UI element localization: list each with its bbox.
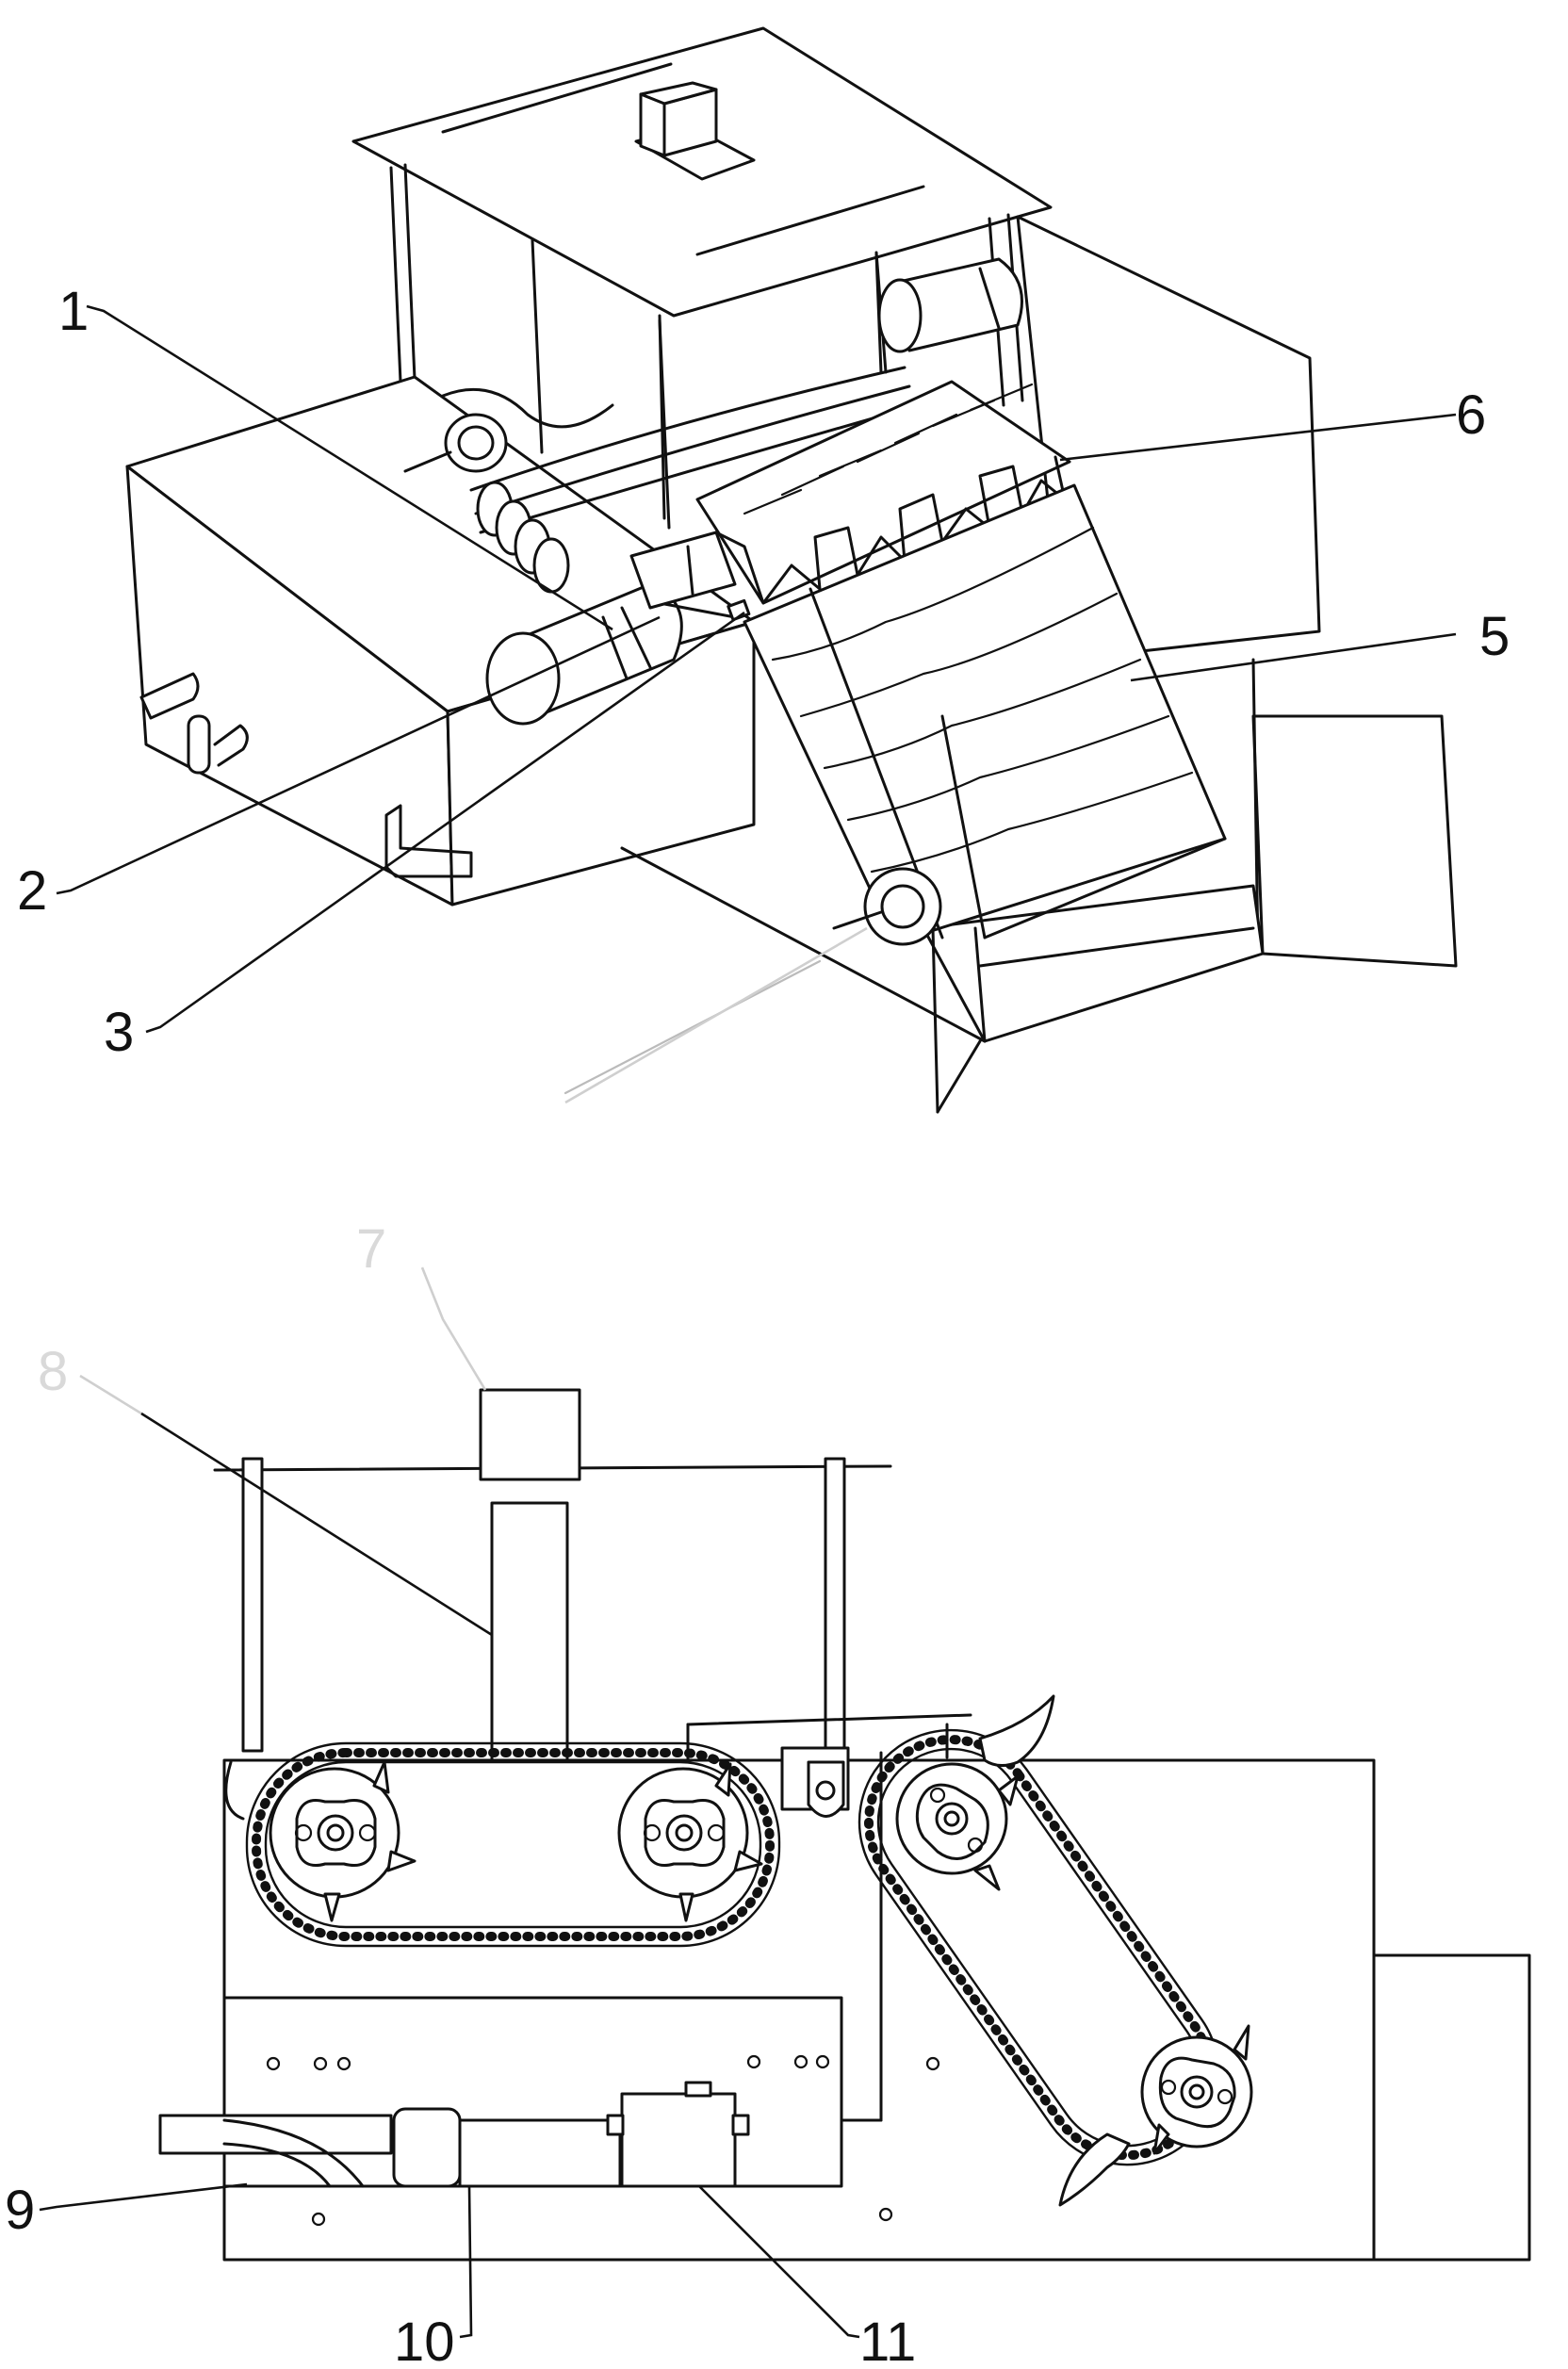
label-10: 10 xyxy=(394,2312,455,2369)
inner-column xyxy=(629,253,883,610)
label-1: 1 xyxy=(58,281,89,342)
sprocket-lower xyxy=(1140,2024,1253,2155)
label-2: 2 xyxy=(17,860,47,922)
sprocket-right xyxy=(617,1762,763,1922)
label-11: 11 xyxy=(859,2312,916,2369)
label-6: 6 xyxy=(1456,384,1486,446)
figure-2-side-view: 7 8 9 10 11 xyxy=(5,1218,1531,2369)
inclined-chain xyxy=(858,1694,1253,2207)
figure-1-leaders xyxy=(56,304,1457,1104)
figure-2-leaders xyxy=(39,1266,860,2339)
label-8: 8 xyxy=(38,1341,68,1402)
cutter-comb xyxy=(695,380,1071,605)
sprocket-left xyxy=(269,1760,416,1922)
top-motor-box xyxy=(634,81,756,181)
rear-roller xyxy=(877,257,1023,353)
label-3: 3 xyxy=(104,1002,134,1063)
label-5: 5 xyxy=(1479,606,1510,667)
top-frame xyxy=(213,1388,892,1786)
horizontal-chain xyxy=(224,1741,781,1948)
figure-1-perspective: 1 6 5 2 3 xyxy=(17,26,1510,1114)
hood-assembly xyxy=(351,26,1053,530)
sprocket-upper xyxy=(895,1762,1020,1891)
motor-7 xyxy=(479,1388,581,1481)
roller-bundle xyxy=(403,366,921,594)
tension-bracket xyxy=(780,1746,850,1818)
label-9: 9 xyxy=(5,2180,35,2241)
label-7: 7 xyxy=(356,1218,386,1280)
inclined-conveyor xyxy=(743,483,1227,946)
drive-train xyxy=(158,2081,750,2188)
vertical-column xyxy=(490,1501,569,1764)
